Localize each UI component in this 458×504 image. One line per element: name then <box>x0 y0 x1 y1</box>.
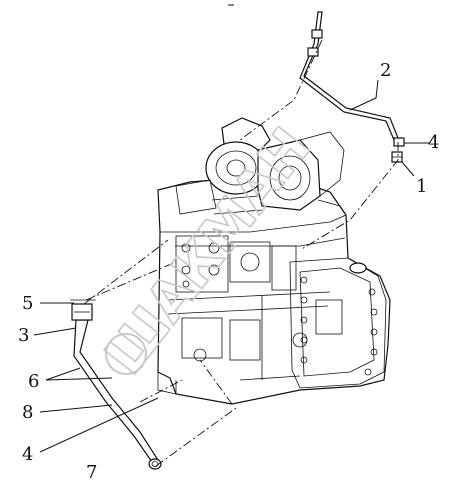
callout-4-upper: 4 <box>428 132 439 153</box>
callout-3: 3 <box>18 325 29 346</box>
oil-supply-pipe <box>299 11 405 147</box>
top-plug <box>349 262 367 274</box>
assembly-line <box>85 261 177 301</box>
assembly-line <box>139 379 183 403</box>
callout-6: 6 <box>28 371 39 392</box>
assembly-line <box>83 239 169 305</box>
watermark-logo <box>105 333 147 375</box>
engine-assembly <box>157 177 391 405</box>
callout-7: 7 <box>86 462 97 483</box>
assembly-line <box>239 39 323 141</box>
callout-4-lower: 4 <box>22 444 33 465</box>
assembly-line <box>299 142 399 251</box>
assembly-line <box>155 407 237 467</box>
callout-8: 8 <box>22 402 33 423</box>
dipstick-tube <box>70 299 162 470</box>
callout-2: 2 <box>380 60 391 81</box>
callout-5: 5 <box>22 293 33 314</box>
callout-1: 1 <box>416 176 427 197</box>
banjo-fitting <box>391 151 403 163</box>
